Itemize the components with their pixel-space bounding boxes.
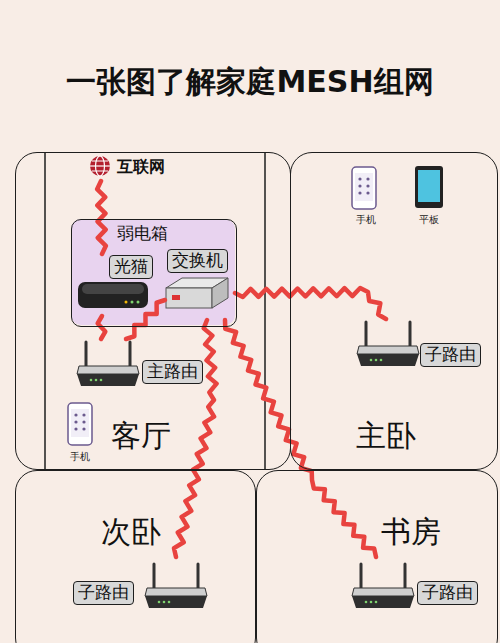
network-cable [235,288,386,319]
node-label: 子路由 [420,343,481,367]
device-caption: 平板 [419,213,439,227]
network-cable [174,320,217,557]
node-label: 互联网 [117,158,165,176]
node-label: 主卧 [356,419,416,454]
sub-router-node: 子路由 [356,319,485,370]
network-cable [225,320,376,557]
room-region: 客厅 互联网弱电箱光猫交换机主路由 [15,152,291,470]
sub-router-node: 子路由 [351,557,482,615]
node-label: 书房 [381,515,441,550]
node-label: 客厅 [111,419,171,454]
switch-node: 交换机 [165,248,235,320]
node-label: 次卧 [101,515,161,550]
node-label: 交换机 [167,249,228,273]
room-region: 次卧子路由 [15,470,256,643]
main-router-node: 主路由 [76,339,207,389]
room-region: 主卧 子路由 [290,152,498,470]
device-caption: 手机 [70,450,90,464]
network-cable [98,316,106,339]
internet-node: 互联网 [89,155,181,181]
node-label: 弱电箱 [117,224,168,244]
device-caption: 手机 [356,213,376,227]
diagram-title: 一张图了解家庭MESH组网 [0,62,500,103]
network-cable [97,181,106,254]
node-label: 子路由 [417,581,478,605]
room-region: 书房子路由 [256,470,498,643]
node-label: 主路由 [142,360,203,384]
network-cable [126,300,165,339]
node-label: 子路由 [73,581,134,605]
node-label: 光猫 [109,255,153,279]
cabinet-box: 弱电箱光猫交换机 [71,219,237,327]
modem-node: 光猫 [77,254,165,316]
sub-router-node: 子路由 [73,557,213,615]
